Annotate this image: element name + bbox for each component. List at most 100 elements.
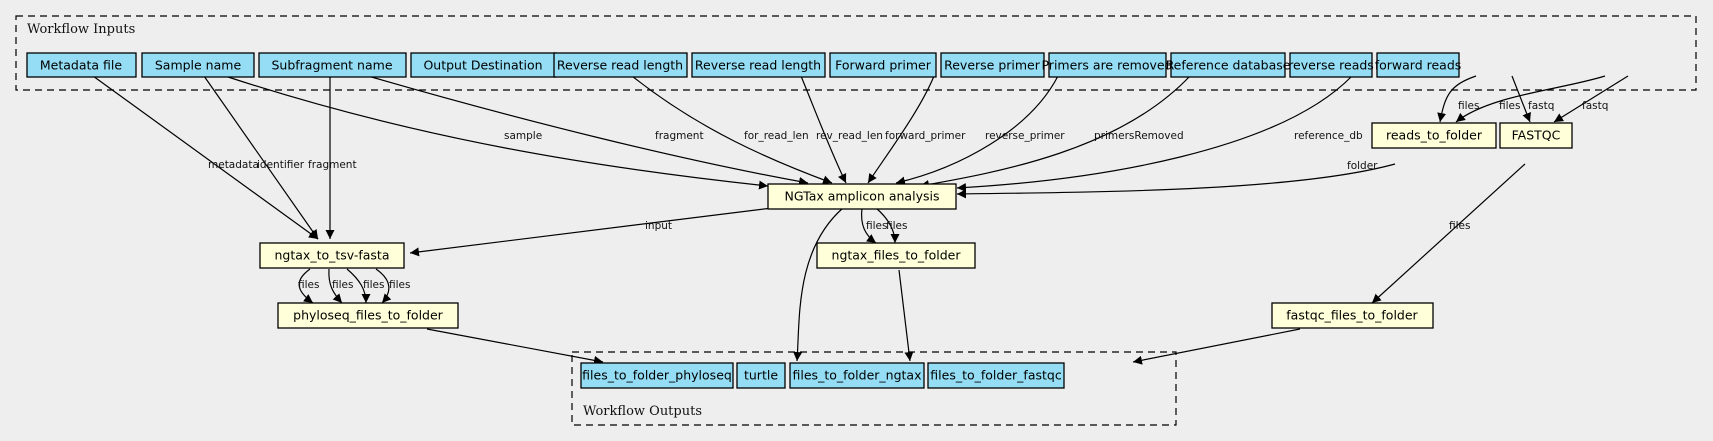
- edges: [92, 75, 1629, 365]
- edge-ngtax-folder-out: [898, 269, 914, 362]
- edge-phylo-files-3: [346, 268, 371, 304]
- svg-text:Reference database: Reference database: [1166, 58, 1291, 73]
- svg-text:FASTQC: FASTQC: [1512, 128, 1561, 143]
- edge-label: rev_read_len: [816, 130, 883, 142]
- svg-text:phyloseq_files_to_folder: phyloseq_files_to_folder: [293, 308, 444, 323]
- svg-text:files_to_folder_phyloseq: files_to_folder_phyloseq: [582, 368, 732, 383]
- svg-text:ngtax_to_tsv-fasta: ngtax_to_tsv-fasta: [275, 248, 390, 263]
- edge-primers-removed: [919, 75, 1191, 189]
- edge-label: identifier: [257, 159, 305, 171]
- edge-labels: metadata identifier fragment sample frag…: [208, 100, 1608, 291]
- svg-text:Output Destination: Output Destination: [423, 58, 542, 73]
- svg-text:reads_to_folder: reads_to_folder: [1386, 128, 1483, 143]
- step-node-fastqc[interactable]: FASTQC: [1499, 122, 1573, 149]
- edge-label: files: [1499, 100, 1520, 112]
- svg-text:fastqc_files_to_folder: fastqc_files_to_folder: [1286, 308, 1418, 323]
- edge-ngtax-files-1: [860, 207, 877, 244]
- svg-text:forward reads: forward reads: [1375, 58, 1462, 73]
- svg-text:reverse reads: reverse reads: [1288, 58, 1374, 73]
- svg-text:files_to_folder_fastqc: files_to_folder_fastqc: [930, 368, 1062, 383]
- edge-label: fastq: [1528, 100, 1554, 112]
- edge-for-read-len: [631, 75, 833, 185]
- edge-ngtax-files-2: [875, 207, 900, 244]
- edge-label: files: [1458, 100, 1479, 112]
- svg-text:Sample name: Sample name: [155, 58, 242, 73]
- inputs-cluster-border: [15, 15, 1697, 91]
- input-node-reverse-primer[interactable]: Reverse primer: [940, 52, 1045, 78]
- edge-reverse-reads-fastq: [1511, 75, 1531, 123]
- svg-text:Reverse read length: Reverse read length: [557, 58, 683, 73]
- input-node-reverse-read-length-1[interactable]: Reverse read length: [553, 52, 688, 78]
- input-node-reverse-read-length-2[interactable]: Reverse read length: [691, 52, 826, 78]
- edge-identifier: [203, 75, 319, 240]
- svg-text:Primers are removed: Primers are removed: [1041, 58, 1172, 73]
- svg-text:Reverse primer: Reverse primer: [944, 58, 1041, 73]
- input-node-reverse-reads[interactable]: reverse reads: [1288, 52, 1374, 78]
- step-node-reads-to-folder[interactable]: reads_to_folder: [1371, 122, 1497, 149]
- edge-sample: [224, 75, 769, 190]
- output-node-files-to-folder-phyloseq[interactable]: files_to_folder_phyloseq: [580, 362, 734, 389]
- step-node-ngtax-files-to-folder[interactable]: ngtax_files_to_folder: [816, 242, 976, 269]
- edge-label: forward_primer: [885, 130, 966, 142]
- edge-label: files: [332, 279, 353, 291]
- edge-rev-read-len: [800, 75, 847, 184]
- edge-metadata: [92, 75, 319, 240]
- edge-fragment-ngtax: [367, 75, 809, 186]
- step-nodes: reads_to_folder FASTQC NGTax amplicon an…: [259, 122, 1573, 329]
- edge-forward-reads-fastq: [1553, 75, 1629, 123]
- input-nodes: Metadata file Sample name Subfragment na…: [26, 52, 1462, 78]
- input-node-subfragment-name[interactable]: Subfragment name: [258, 52, 407, 78]
- edge-label: metadata: [208, 159, 259, 171]
- output-node-files-to-folder-ngtax[interactable]: files_to_folder_ngtax: [789, 362, 925, 389]
- svg-text:Reverse read length: Reverse read length: [695, 58, 821, 73]
- edge-label: files: [1449, 220, 1470, 232]
- input-node-forward-reads[interactable]: forward reads: [1375, 52, 1462, 78]
- step-node-phyloseq-files-to-folder[interactable]: phyloseq_files_to_folder: [277, 302, 459, 329]
- edge-phylo-files-1: [298, 268, 314, 304]
- output-nodes: files_to_folder_phyloseq turtle files_to…: [580, 362, 1065, 389]
- outputs-cluster-title: Workflow Outputs: [583, 404, 702, 419]
- edge-forward-primer: [867, 75, 935, 184]
- svg-text:Forward primer: Forward primer: [835, 58, 932, 73]
- step-node-fastqc-files-to-folder[interactable]: fastqc_files_to_folder: [1271, 302, 1434, 329]
- svg-text:files_to_folder_ngtax: files_to_folder_ngtax: [793, 368, 922, 383]
- edge-label: for_read_len: [744, 130, 809, 142]
- input-node-sample-name[interactable]: Sample name: [141, 52, 255, 78]
- edge-label: files: [866, 220, 887, 232]
- edge-label: fragment: [308, 159, 357, 171]
- step-node-ngtax-to-tsv-fasta[interactable]: ngtax_to_tsv-fasta: [259, 242, 405, 269]
- output-node-turtle[interactable]: turtle: [736, 362, 786, 389]
- edge-label: files: [886, 220, 907, 232]
- workflow-outputs-cluster: Workflow Outputs: [571, 351, 1177, 426]
- edge-label: fragment: [655, 130, 704, 142]
- input-node-forward-primer[interactable]: Forward primer: [829, 52, 937, 78]
- edge-phylo-files-4: [375, 268, 392, 304]
- edge-label: sample: [504, 130, 542, 142]
- svg-text:ngtax_files_to_folder: ngtax_files_to_folder: [832, 248, 962, 263]
- input-node-metadata-file[interactable]: Metadata file: [26, 52, 137, 78]
- inputs-cluster-title: Workflow Inputs: [27, 22, 135, 37]
- edge-label: input: [645, 220, 672, 232]
- edge-reverse-primer: [895, 75, 1059, 186]
- edge-fastqc-out: [1132, 328, 1301, 365]
- edge-label: files: [298, 279, 319, 291]
- svg-text:Metadata file: Metadata file: [40, 58, 123, 73]
- edge-reverse-reads-files: [1437, 75, 1477, 123]
- edge-phyloseq-out: [426, 328, 604, 365]
- edge-label: folder: [1347, 160, 1378, 172]
- edge-label: reference_db: [1294, 130, 1363, 142]
- edge-label: reverse_primer: [985, 130, 1065, 142]
- edge-forward-reads-files: [1455, 75, 1606, 123]
- input-node-primers-removed[interactable]: Primers are removed: [1041, 52, 1173, 78]
- edge-label: primersRemoved: [1094, 130, 1184, 142]
- input-node-output-destination[interactable]: Output Destination: [410, 52, 557, 78]
- edge-phylo-files-2: [328, 268, 343, 304]
- output-node-files-to-folder-fastqc[interactable]: files_to_folder_fastqc: [927, 362, 1065, 389]
- step-node-ngtax-amplicon-analysis[interactable]: NGTax amplicon analysis: [767, 183, 957, 210]
- input-node-reference-database[interactable]: Reference database: [1166, 52, 1291, 78]
- svg-text:turtle: turtle: [744, 368, 778, 383]
- svg-text:NGTax amplicon analysis: NGTax amplicon analysis: [785, 189, 940, 204]
- edge-input: [409, 207, 773, 257]
- edge-label: fastq: [1582, 100, 1608, 112]
